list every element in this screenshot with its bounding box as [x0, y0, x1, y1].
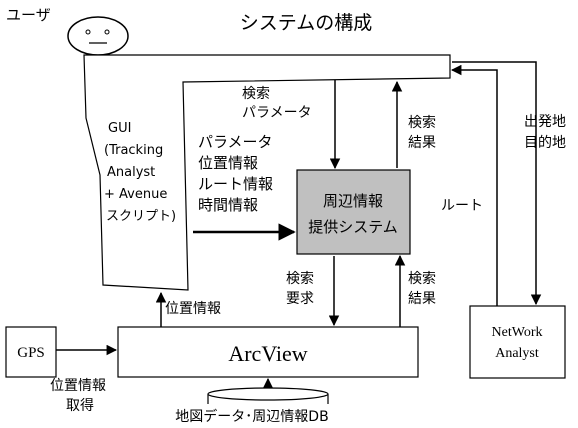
label-search-request: 検索 要求 — [286, 270, 314, 307]
info-system-box — [296, 169, 411, 255]
network-analyst-box — [469, 305, 566, 379]
label-search-params-2: パラメータ — [242, 105, 312, 121]
label-gui-params: パラメータ — [198, 133, 273, 151]
label-gui-to-center: パラメータ 位置情報 ルート情報 時間情報 — [198, 133, 273, 214]
gps-box — [5, 326, 57, 378]
gps-label: GPS — [17, 345, 45, 361]
gui-line-2: (Tracking — [104, 143, 163, 158]
arrow-route — [450, 64, 498, 306]
label-search-results-top-1: 検索 — [408, 114, 436, 131]
gui-line-3: Analyst — [107, 165, 155, 180]
label-search-results-bottom-2: 結果 — [408, 291, 436, 307]
label-position-acquire-1: 位置情報 — [50, 378, 106, 394]
arcview-label: ArcView — [228, 341, 307, 366]
label-search-request-2: 要求 — [286, 291, 314, 307]
label-destination: 目的地 — [524, 135, 566, 151]
info-system-line-1: 周辺情報 — [323, 192, 383, 210]
label-origin-destination: 出発地 目的地 — [524, 114, 566, 151]
label-search-results-top: 検索 結果 — [408, 114, 436, 151]
gui-line-1: GUI — [108, 121, 131, 136]
diagram-title: システムの構成 — [240, 12, 372, 34]
label-gui-time: 時間情報 — [198, 196, 258, 214]
label-search-results-top-2: 結果 — [408, 135, 436, 151]
label-gui-position: 位置情報 — [198, 154, 258, 172]
database-label: 地図データ･周辺情報DB — [175, 408, 328, 425]
label-gui-route: ルート情報 — [198, 175, 273, 193]
network-analyst-line-2: Analyst — [495, 346, 539, 361]
label-search-request-1: 検索 — [286, 270, 314, 287]
label-position-acquire: 位置情報 取得 — [50, 378, 106, 414]
info-system-line-2: 提供システム — [308, 218, 398, 236]
gui-window — [83, 54, 451, 291]
label-origin: 出発地 — [524, 114, 566, 130]
network-analyst-line-1: NetWork — [492, 325, 543, 340]
gui-text: GUI (Tracking Analyst + Avenue スクリプト) — [104, 121, 176, 224]
gui-line-5: スクリプト) — [106, 209, 176, 224]
label-route: ルート — [441, 198, 483, 214]
label-search-results-bottom: 検索 結果 — [408, 270, 436, 307]
label-search-results-bottom-1: 検索 — [408, 270, 436, 287]
user-label: ユーザ — [6, 6, 51, 24]
gui-line-4: + Avenue — [104, 187, 167, 202]
arcview-box — [117, 326, 419, 378]
user-smiley-icon — [67, 16, 129, 56]
label-search-params-1: 検索 — [242, 85, 270, 102]
label-search-params: 検索 パラメータ — [242, 85, 312, 121]
label-position-info: 位置情報 — [165, 301, 221, 317]
label-position-acquire-2: 取得 — [66, 397, 94, 414]
arrow-origin-destination — [452, 61, 542, 306]
